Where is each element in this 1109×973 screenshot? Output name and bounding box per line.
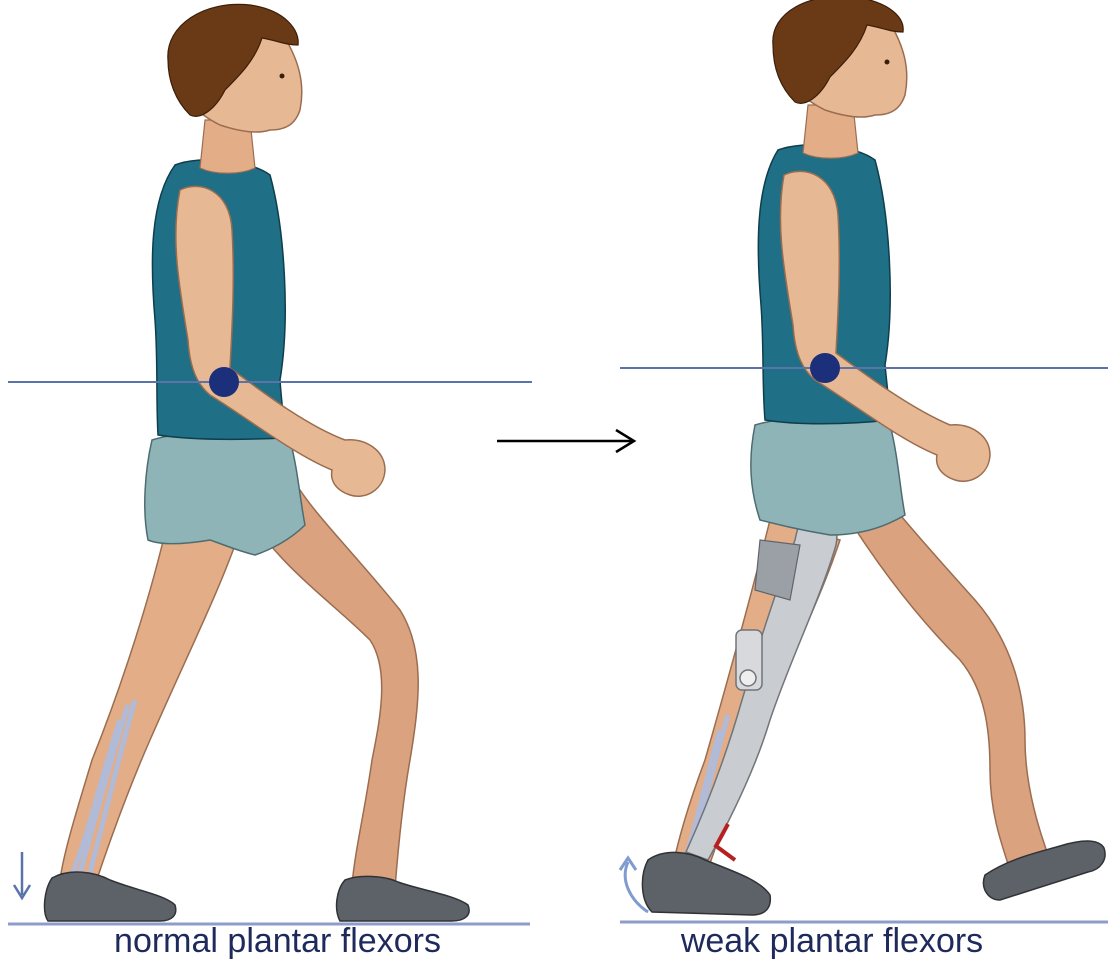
front-shoe-right: [983, 841, 1105, 900]
orthosis-knee-joint: [736, 630, 762, 690]
front-shoe-left: [337, 876, 470, 921]
right-panel: [620, 0, 1108, 922]
caption-normal-plantar-flexors: normal plantar flexors: [0, 922, 555, 961]
front-leg-right: [840, 490, 1050, 870]
shorts-left: [145, 432, 305, 555]
shorts-right: [751, 416, 905, 535]
push-down-arrow: [14, 852, 30, 898]
center-of-mass-marker-right: [810, 353, 840, 383]
back-shoe-left: [45, 872, 176, 921]
head-left: [168, 4, 302, 132]
left-panel: [8, 4, 532, 924]
center-of-mass-marker-left: [209, 367, 239, 397]
transition-arrow: [497, 430, 634, 452]
head-right: [773, 0, 907, 117]
caption-weak-plantar-flexors: weak plantar flexors: [555, 922, 1109, 961]
back-shoe-right: [642, 852, 770, 915]
